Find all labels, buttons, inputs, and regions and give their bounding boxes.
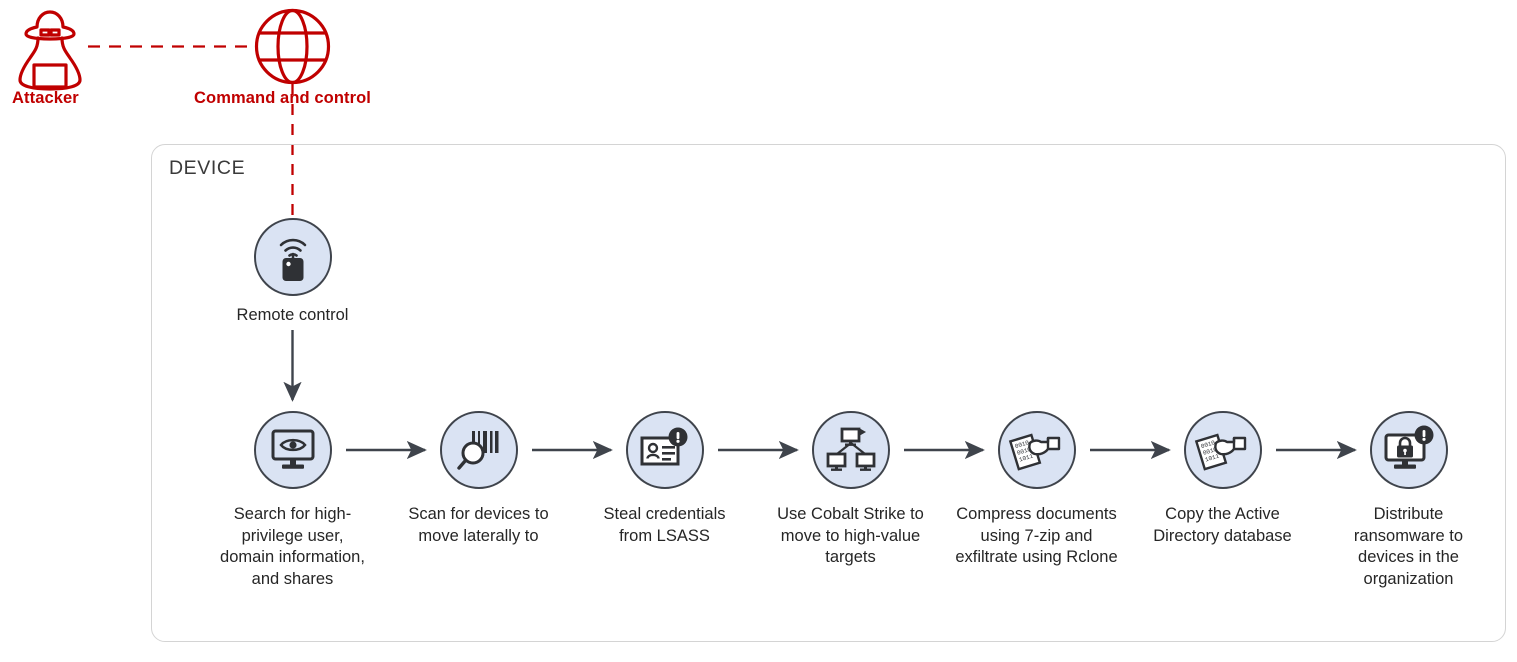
remote-control-wifi-icon [279,238,306,281]
copy-active-directory-caption: Copy the Active Directory database [1153,505,1292,545]
id-card-alert-icon [640,427,687,466]
steal-credentials-bubble[interactable] [625,411,704,489]
svg-text:0010: 0010 [1014,439,1030,450]
steal-credentials-caption: Steal credentials from LSASS [603,505,726,545]
scan-devices-caption: Scan for devices to move laterally to [408,505,549,545]
search-high-privilege-bubble[interactable] [253,411,332,489]
search-high-privilege-caption: Search for high-privilege user, domain i… [220,505,365,588]
compress-exfiltrate-caption: Compress documents using 7-zip and exfil… [955,505,1118,566]
hand-grabbing-documents-icon: 0010 0010 1011 [1008,433,1060,471]
svg-text:0010: 0010 [1016,446,1032,457]
svg-text:1011: 1011 [1204,452,1220,463]
svg-text:0010: 0010 [1200,439,1216,450]
magnifier-barcode-icon [456,431,498,470]
monitor-eye-icon [271,429,314,469]
scan-devices-bubble[interactable] [439,411,518,489]
monitor-lock-alert-icon [1384,425,1433,469]
attacker-label: Attacker [12,89,79,107]
cobalt-strike-bubble[interactable] [811,411,890,489]
svg-text:0010: 0010 [1202,446,1218,457]
device-container [151,144,1506,642]
device-container-label: DEVICE [169,157,246,179]
copy-active-directory-bubble[interactable]: 0010 0010 1011 [1183,411,1262,489]
distribute-ransomware-bubble[interactable] [1369,411,1448,489]
remote-control-caption: Remote control [236,306,349,324]
network-monitors-icon [826,427,875,471]
distribute-ransomware-caption: Distribute ransomware to devices in the … [1353,505,1464,588]
compress-exfiltrate-bubble[interactable]: 0010 0010 1011 [997,411,1076,489]
remote-control-bubble[interactable] [253,218,332,296]
command-and-control-label: Command and control [194,89,371,107]
cobalt-strike-caption: Use Cobalt Strike to move to high-value … [777,505,924,566]
hand-grabbing-documents-icon: 0010 0010 1011 [1194,433,1246,471]
svg-text:1011: 1011 [1018,452,1034,463]
